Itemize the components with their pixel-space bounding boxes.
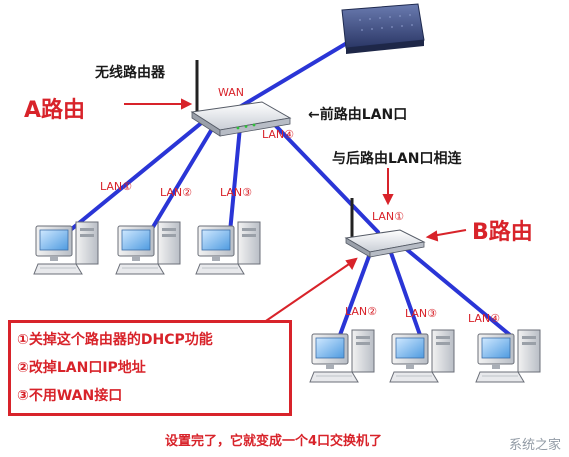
label-wan: WAN bbox=[218, 86, 245, 99]
label-lan3-a: LAN③ bbox=[220, 186, 252, 199]
label-lan4-a: LAN④ bbox=[262, 128, 294, 141]
cable-b-lan2 bbox=[338, 246, 374, 337]
footer-caption: 设置完了，它就变成一个4口交换机了 bbox=[165, 434, 383, 449]
label-lan4-b: LAN④ bbox=[468, 312, 500, 325]
cable-a-lan1 bbox=[66, 118, 207, 234]
arrow-icon bbox=[425, 230, 439, 242]
pc-icon bbox=[309, 329, 375, 383]
cable-a-lan3 bbox=[228, 125, 242, 234]
pc-icon bbox=[115, 221, 181, 275]
cable-b-lan4 bbox=[403, 246, 512, 337]
label-wireless-router: 无线路由器 bbox=[95, 65, 165, 81]
pc-icon bbox=[475, 329, 541, 383]
cable-b-lan3 bbox=[388, 248, 422, 337]
arrow-icon bbox=[181, 98, 193, 110]
label-router-a: A路由 bbox=[24, 98, 86, 123]
arrow-icon bbox=[431, 229, 467, 237]
cable-a-lan2 bbox=[148, 122, 217, 234]
note-change-lan-ip: ②改掉LAN口IP地址 bbox=[17, 360, 146, 376]
config-notes-box: ①关掉这个路由器的DHCP功能 ②改掉LAN口IP地址 ③不用WAN接口 bbox=[8, 320, 292, 416]
arrow-icon bbox=[259, 261, 353, 326]
label-router-b: B路由 bbox=[472, 220, 533, 245]
label-lan2-b: LAN② bbox=[345, 305, 377, 318]
label-connect-back-router: 与后路由LAN口相连 bbox=[332, 151, 462, 167]
cable-a-lan4-b-lan1 bbox=[273, 123, 380, 234]
note-disable-dhcp: ①关掉这个路由器的DHCP功能 bbox=[17, 332, 213, 348]
label-lan1-a: LAN① bbox=[100, 180, 132, 193]
label-lan2-a: LAN② bbox=[160, 186, 192, 199]
pc-icon bbox=[389, 329, 455, 383]
arrows bbox=[124, 98, 467, 326]
label-front-router-lan: ←前路由LAN口 bbox=[308, 107, 408, 123]
arrow-icon bbox=[382, 194, 394, 206]
cables bbox=[66, 38, 512, 337]
pc-icon bbox=[33, 221, 99, 275]
arrow-icon bbox=[345, 257, 358, 271]
label-lan1-b: LAN① bbox=[372, 210, 404, 223]
cable-modem-wan bbox=[236, 38, 354, 110]
note-no-wan: ③不用WAN接口 bbox=[17, 388, 123, 404]
router-b-icon bbox=[344, 198, 426, 258]
label-lan3-b: LAN③ bbox=[405, 307, 437, 320]
watermark: 系统之家 bbox=[508, 438, 561, 453]
pc-icon bbox=[195, 221, 261, 275]
modem-icon bbox=[341, 3, 425, 54]
router-a-icon bbox=[190, 60, 292, 137]
